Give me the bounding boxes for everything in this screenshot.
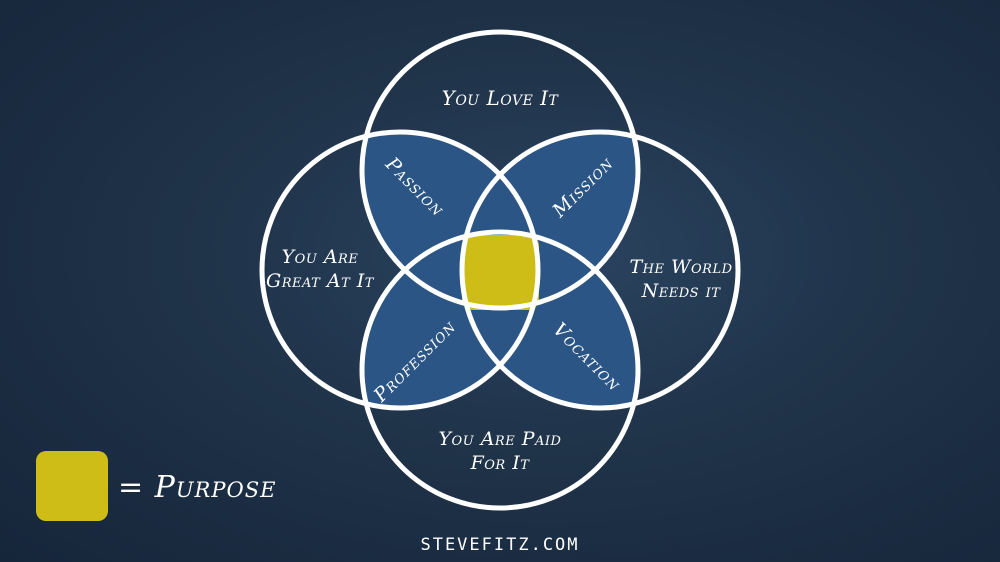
- label-world-line2: Needs it: [641, 279, 721, 302]
- legend-text: = Purpose: [118, 470, 277, 505]
- circle-world: [459, 129, 741, 411]
- label-world-line1: The World: [629, 256, 733, 278]
- footer-url: stevefitz.com: [420, 535, 580, 555]
- label-paid-line2: For It: [470, 451, 530, 474]
- label-you-love-it-text: You Love It: [441, 86, 559, 110]
- label-great-line1: You Are: [281, 246, 359, 268]
- label-you-are-great-at-it: You Are Great At It: [245, 246, 395, 294]
- purpose-square: [462, 235, 539, 310]
- label-you-are-paid-for-it: You Are Paid For It: [400, 428, 600, 476]
- circle-love: [359, 29, 641, 311]
- label-paid-line1: You Are Paid: [438, 428, 562, 450]
- label-the-world-needs-it: The World Needs it: [606, 256, 756, 304]
- legend-swatch: [36, 451, 108, 521]
- label-great-line2: Great At It: [266, 269, 374, 292]
- circle-paid: [359, 229, 641, 511]
- label-you-love-it: You Love It: [400, 86, 600, 111]
- circle-great: [259, 129, 541, 411]
